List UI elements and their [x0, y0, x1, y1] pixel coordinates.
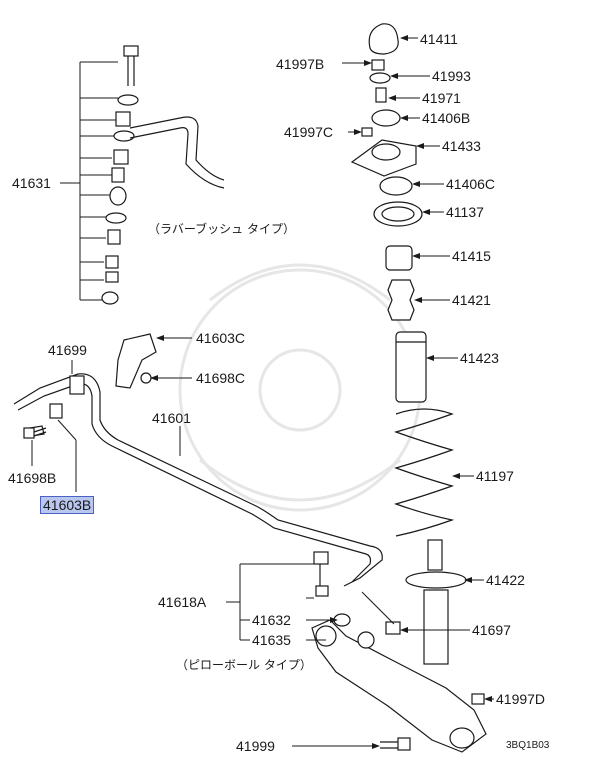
label-41603c[interactable]: 41603C	[196, 330, 246, 346]
bolt-41999	[380, 737, 411, 751]
bracket-41603c	[115, 333, 157, 389]
label-41993[interactable]: 41993	[432, 68, 471, 84]
label-41406c[interactable]: 41406C	[446, 176, 496, 192]
label-41411[interactable]: 41411	[420, 31, 458, 47]
label-41406b[interactable]: 41406B	[422, 110, 471, 126]
label-41415[interactable]: 41415	[452, 248, 491, 264]
label-41197[interactable]: 41197	[476, 468, 514, 484]
label-41618a[interactable]: 41618A	[158, 594, 207, 610]
label-41423[interactable]: 41423	[460, 350, 499, 366]
label-41635[interactable]: 41635	[252, 632, 291, 648]
label-41697[interactable]: 41697	[472, 622, 511, 638]
nut-41697	[385, 621, 401, 635]
label-41698c[interactable]: 41698C	[196, 370, 246, 386]
stabilizer-link-kit-exploded	[60, 45, 225, 305]
label-41997c[interactable]: 41997C	[284, 124, 334, 140]
watermark-emblem	[178, 263, 422, 512]
label-41433[interactable]: 41433	[442, 138, 481, 154]
label-41631[interactable]: 41631	[12, 175, 51, 191]
label-41997d[interactable]: 41997D	[496, 691, 546, 707]
diagram-code: 3BQ1B03	[506, 740, 550, 751]
label-41698b[interactable]: 41698B	[8, 470, 57, 486]
stabilizer-link-41618a	[313, 551, 351, 627]
label-41603b-highlighted[interactable]: 41603B	[40, 496, 95, 514]
bolt-41698b	[23, 427, 47, 439]
label-41699[interactable]: 41699	[48, 342, 87, 358]
label-41422[interactable]: 41422	[486, 572, 525, 588]
lower-control-arm	[311, 619, 487, 753]
label-41601[interactable]: 41601	[152, 410, 191, 426]
note-pillow-ball-type: （ピローボール タイプ）	[176, 658, 312, 672]
nut-41997d	[471, 693, 485, 705]
label-41997b[interactable]: 41997B	[276, 56, 325, 72]
label-41632[interactable]: 41632	[252, 612, 291, 628]
leader-lines	[31, 35, 494, 749]
label-41421[interactable]: 41421	[452, 292, 491, 308]
strut-assembly	[350, 23, 467, 665]
label-41971[interactable]: 41971	[422, 90, 461, 106]
label-41999[interactable]: 41999	[236, 738, 275, 754]
note-rubber-bush-type: （ラバーブッシュ タイプ）	[148, 222, 295, 236]
label-41137[interactable]: 41137	[446, 204, 484, 220]
